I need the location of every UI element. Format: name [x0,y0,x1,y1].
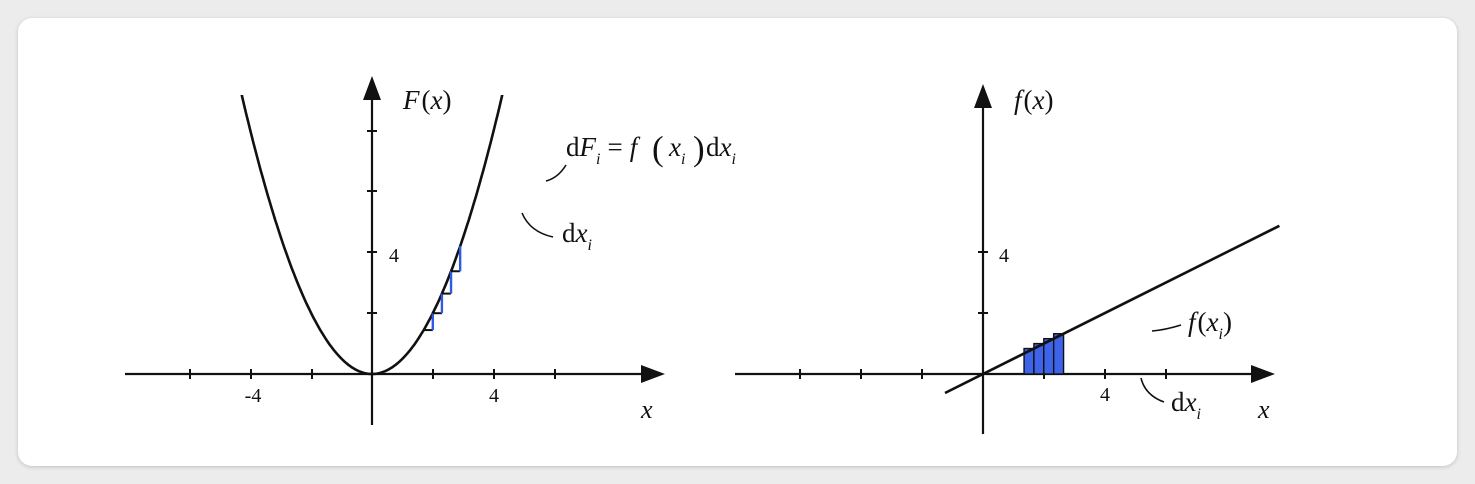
right-y-axis-arrow [974,84,992,108]
left-tick-y4: 4 [389,245,399,267]
left-tick-neg4: -4 [245,385,262,407]
right-panel: 4 4 f(x) x f(xi) dxi [735,84,1280,434]
left-tick-x4: 4 [489,385,499,407]
svg-text:xi: xi [668,132,685,168]
right-x-axis-arrow [1251,365,1275,383]
staircase [423,246,462,332]
annotation-dx-right-leader [1140,377,1165,403]
svg-text:f(xi): f(xi) [1188,307,1232,343]
paren-close: ) [693,129,705,168]
annotation-dx-right: dxi [1140,377,1201,423]
figure-svg: -4 4 4 F(x) x dFi=f ( xi ) dxi [125,76,1280,434]
paren-open: ( [652,129,664,168]
figure-card: -4 4 4 F(x) x dFi=f ( xi ) dxi [18,18,1457,466]
left-y-ticks [367,130,377,314]
bar-f-xi-dxi [1052,333,1065,375]
annotation-fx-leader [1151,324,1182,332]
svg-text:dxi: dxi [706,132,736,168]
annotation-fx: f(xi) [1151,307,1232,343]
annotation-dx-leader [521,212,554,238]
svg-text:dxi: dxi [562,218,592,254]
right-tick-y4: 4 [999,245,1009,267]
bars [1023,333,1065,375]
annotation-dx-left: dxi [521,212,592,254]
right-y-label: f(x) [1014,85,1054,115]
left-panel: -4 4 4 F(x) x dFi=f ( xi ) dxi [125,76,736,425]
linear-function-line [944,224,1280,395]
left-x-axis-arrow [641,365,665,383]
left-y-axis-arrow [363,76,381,100]
annotation-dF-leader [545,164,567,182]
parabola-curve [240,95,504,376]
annotation-dF: dFi=f ( xi ) dxi [545,129,736,182]
left-x-label: x [640,395,653,424]
right-tick-x4: 4 [1100,384,1110,406]
svg-text:dFi=f: dFi=f [566,132,641,168]
svg-text:dxi: dxi [1171,387,1201,423]
right-y-ticks [978,251,988,314]
right-x-label: x [1257,395,1270,424]
left-x-ticks [189,369,556,379]
left-y-label: F(x) [402,85,451,115]
